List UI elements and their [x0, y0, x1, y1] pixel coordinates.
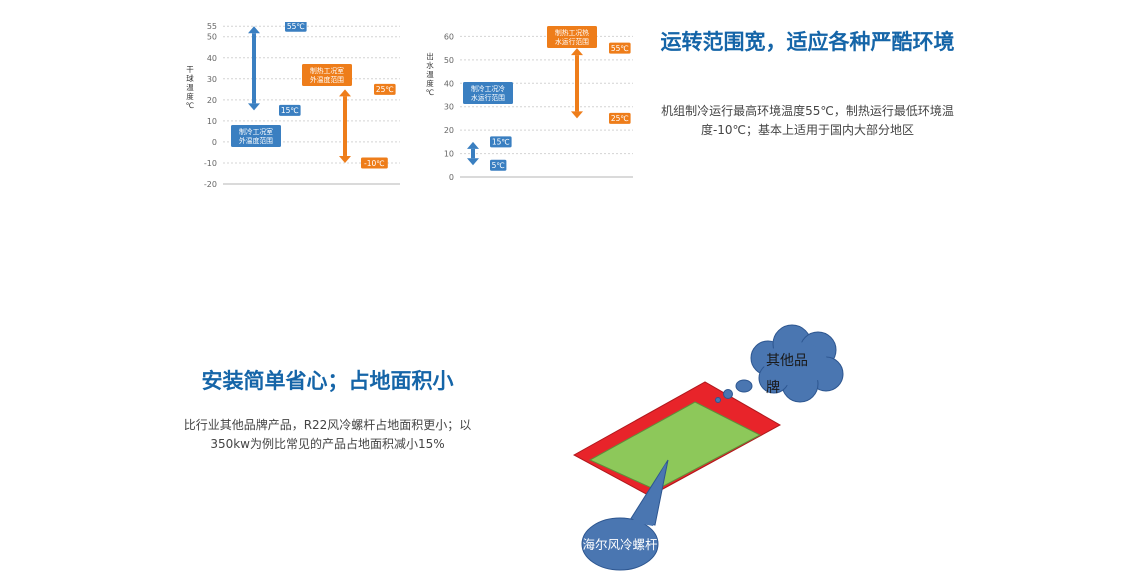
range-min-badge — [361, 157, 388, 169]
y-axis-title-char: 度 — [426, 78, 434, 88]
y-tick-label: 50 — [444, 56, 454, 65]
range-arrow-up — [467, 141, 479, 149]
bubble-dot-mid — [723, 389, 733, 399]
range-min-label: 5℃ — [492, 161, 505, 170]
y-tick-label: 10 — [207, 117, 217, 126]
range-name-box — [231, 125, 281, 147]
range-name-label: 制冷工况冷 — [471, 84, 505, 93]
range-min-badge — [609, 112, 631, 124]
range-name-label: 水运行范围 — [471, 93, 505, 102]
y-tick-label: -10 — [204, 159, 217, 168]
chart2-ticks: 60 50 40 30 20 10 0 — [444, 32, 454, 182]
y-axis-title-char: 温 — [426, 70, 434, 79]
range-max-badge — [374, 83, 396, 95]
y-tick-label: 50 — [207, 33, 217, 42]
range-min-label: -10℃ — [364, 159, 385, 168]
y-tick-label: 0 — [212, 138, 217, 147]
range-max-badge — [609, 42, 631, 54]
y-tick-label: 0 — [449, 173, 454, 182]
range-arrow — [467, 141, 479, 166]
section1-description: 机组制冷运行最高环境温度55℃，制热运行最低环境温度-10℃；基本上适用于国内大… — [661, 104, 954, 137]
y-axis-title-char: 出 — [426, 51, 434, 61]
range-min-badge — [279, 104, 301, 116]
other-brands-cloud — [750, 324, 844, 403]
range-arrow-down — [339, 155, 351, 163]
range-arrow-down — [467, 158, 479, 166]
haier-label: 海尔风冷螺杆 — [582, 537, 658, 552]
y-axis-title-char: 度 — [186, 91, 194, 101]
range-arrow-up — [339, 89, 351, 97]
range-arrow — [571, 48, 583, 119]
bubble-dot-large — [735, 379, 753, 393]
range-name-label: 水运行范围 — [555, 37, 589, 46]
range-arrow-down — [571, 111, 583, 119]
range-arrow-up — [248, 26, 260, 34]
y-axis-title-char: 水 — [426, 60, 434, 70]
range-max-label: 15℃ — [492, 138, 510, 147]
section2-title: 安装简单省心；占地面积小 — [201, 369, 454, 393]
range-min-badge — [490, 159, 507, 171]
range-name-box — [302, 64, 352, 86]
y-tick-label: 60 — [444, 32, 454, 41]
y-tick-label: 40 — [444, 79, 454, 88]
range-name-label: 制冷工况室 — [239, 127, 273, 136]
range-arrow — [339, 89, 351, 163]
chart1-ticks: 55 50 40 30 20 10 0 -10 -20 — [204, 22, 217, 189]
y-axis-title-char: ℃ — [186, 101, 194, 110]
range-name-box — [463, 82, 513, 104]
bubble-dot-small — [715, 397, 721, 403]
y-tick-label: 30 — [444, 103, 454, 112]
range-name-label: 制热工况室 — [310, 66, 344, 75]
range-name-label: 外温度范围 — [239, 136, 273, 145]
y-axis-title-char: 干 — [186, 65, 194, 74]
range-name-box — [547, 26, 597, 48]
range-name-label: 外温度范围 — [310, 75, 344, 84]
range-max-badge — [285, 22, 307, 32]
other-brands-label-line1: 其他品 — [766, 353, 808, 369]
footprint-illustration: 其他品 牌 海尔风冷螺杆 — [572, 324, 844, 571]
range-arrow-up — [571, 48, 583, 56]
y-tick-label: 30 — [207, 75, 217, 84]
range-name-label: 制热工况热 — [555, 28, 589, 37]
range-max-label: 55℃ — [287, 22, 305, 31]
section2-description: 比行业其他品牌产品，R22风冷螺杆占地面积更小；以350kw为例比常见的产品占地… — [183, 418, 472, 451]
range-arrow-down — [248, 103, 260, 111]
y-tick-label: 10 — [444, 150, 454, 159]
haier-speech-bubble — [581, 459, 669, 571]
y-tick-label: 55 — [207, 22, 217, 31]
range-min-label: 25℃ — [611, 114, 629, 123]
section1-title: 运转范围宽，适应各种严酷环境 — [660, 30, 955, 54]
y-tick-label: 20 — [207, 96, 217, 105]
range-min-label: 15℃ — [281, 106, 299, 115]
haier-footprint — [588, 401, 762, 491]
y-axis-title-char: ℃ — [426, 88, 434, 97]
range-arrow — [248, 26, 260, 111]
range-max-label: 55℃ — [611, 44, 629, 53]
chart2-grid — [460, 35, 633, 178]
other-brands-label-line2: 牌 — [766, 379, 780, 396]
y-axis-title-char: 球 — [186, 73, 194, 83]
range-max-label: 25℃ — [376, 85, 394, 94]
y-tick-label: -20 — [204, 180, 217, 189]
y-axis-title-char: 温 — [186, 83, 194, 92]
range-max-badge — [490, 136, 512, 148]
y-tick-label: 40 — [207, 54, 217, 63]
y-tick-label: 20 — [444, 126, 454, 135]
